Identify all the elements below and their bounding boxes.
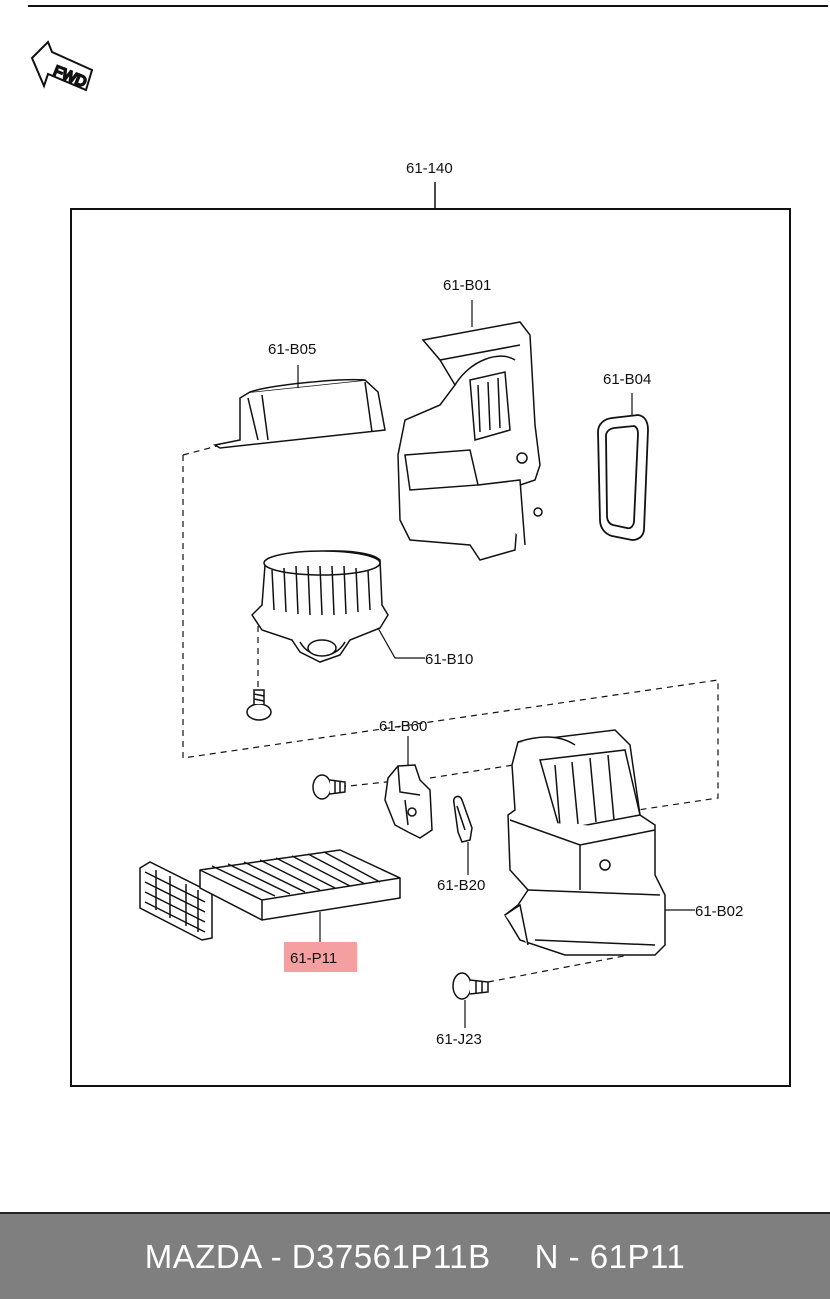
part-61-b01-housing (397, 321, 543, 561)
part-number-banner: MAZDA - D37561P11B N - 61P11 (0, 1212, 830, 1299)
label-61-b20: 61-B20 (437, 877, 485, 894)
label-61-j23: 61-J23 (436, 1031, 482, 1048)
label-61-b05: 61-B05 (268, 341, 316, 358)
part-61-b10-blower-motor (251, 550, 389, 663)
label-61-b01: 61-B01 (443, 277, 491, 294)
screw-icon-b10 (246, 689, 272, 721)
screw-icon-b60 (312, 774, 346, 800)
leader-b10 (377, 627, 425, 659)
part-grille (139, 861, 213, 941)
part-61-b02-housing (504, 729, 666, 956)
fwd-arrow-icon: FWD (30, 40, 94, 92)
screw-icon-j23 (452, 972, 489, 1000)
label-61-b60: 61-B60 (379, 718, 427, 735)
label-61-b02: 61-B02 (695, 903, 743, 920)
label-61-b04: 61-B04 (603, 371, 651, 388)
part-61-b60-actuator (384, 764, 433, 839)
label-61-140: 61-140 (406, 160, 453, 177)
highlight-61-p11 (284, 942, 357, 972)
part-61-p11-cabin-filter (199, 849, 401, 921)
part-61-b04-seal (597, 414, 649, 541)
assembly-frame (70, 208, 791, 1087)
label-61-b10: 61-B10 (425, 651, 473, 668)
footer-brand-part: MAZDA - D37561P11B (144, 1237, 491, 1275)
part-61-b20-lever (452, 795, 473, 843)
footer-ref: N - 61P11 (534, 1237, 686, 1275)
parts-diagram: FWD 61-140 61-B05 61-B01 61-B04 (28, 5, 828, 1087)
label-61-p11: 61-P11 (290, 950, 337, 967)
part-61-b05-cover (212, 378, 386, 449)
